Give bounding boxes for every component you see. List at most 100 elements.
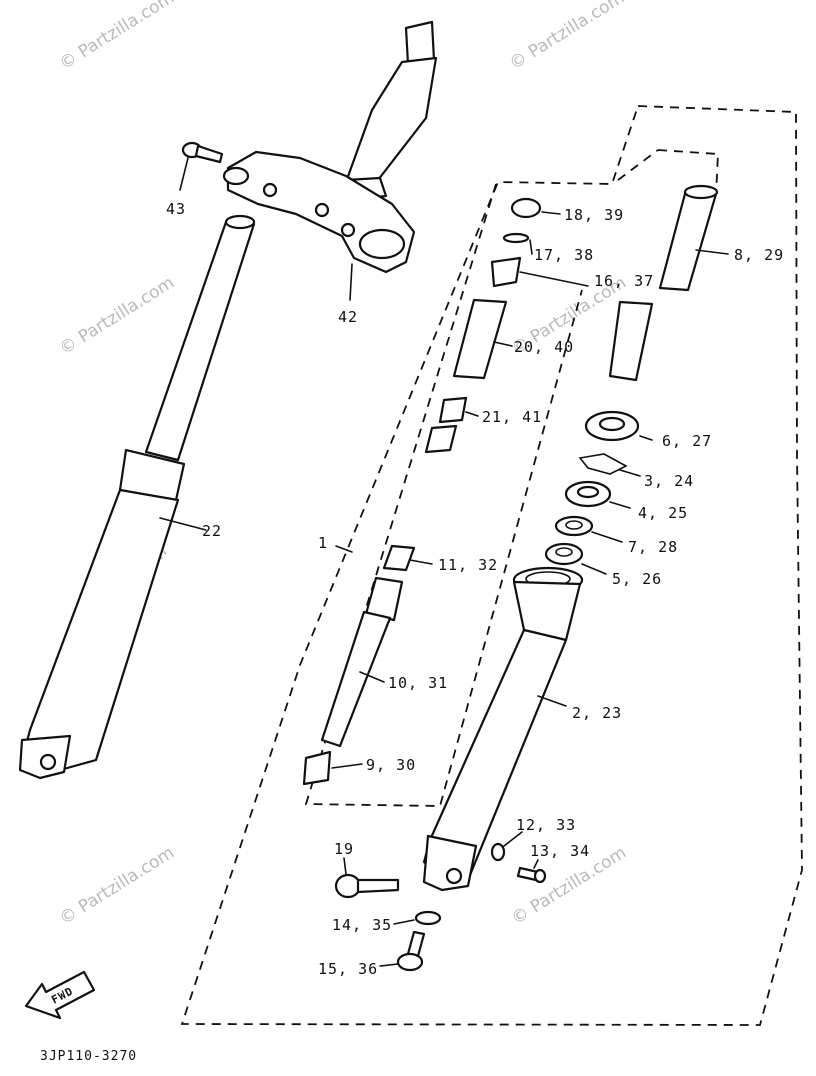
drain-bolt-13-head: [533, 868, 547, 884]
axle-hole: [39, 753, 57, 771]
gasket-part-14: [393, 910, 442, 926]
cap-bolt-part-18: [510, 197, 561, 219]
damper-rod-part-10: [320, 576, 404, 748]
fork-spring-upper: [658, 188, 718, 292]
inner-damper-outline: [304, 183, 583, 807]
leader-5: [581, 563, 607, 575]
outer-assembly-outline: [180, 105, 803, 1026]
fwd-arrow-icon: [24, 970, 96, 1020]
forward-arrow: FWD: [24, 970, 96, 1020]
bracket-clamp-left: [222, 166, 250, 186]
inner-tube: [144, 220, 256, 462]
callout-11-32: 11, 32: [438, 556, 498, 574]
damper-rod-shaft: [320, 610, 392, 748]
leader-15: [379, 963, 399, 967]
outer-tube: [20, 488, 180, 772]
bushing-part-5: [544, 542, 607, 575]
bolt-part-15: [379, 930, 426, 972]
callout-12-33: 12, 33: [516, 816, 576, 834]
bolt-part-19: [334, 857, 400, 899]
callout-20-40: 20, 40: [514, 338, 574, 356]
leader-7: [591, 531, 623, 543]
oring-17: [502, 232, 530, 244]
diagram-code: 3JP110-3270: [40, 1049, 137, 1064]
steering-stem-part-42: [222, 20, 438, 301]
bolt-19-head: [334, 873, 362, 899]
drain-bolt-part-13: [516, 859, 547, 884]
bracket-bolt-hole-1: [262, 182, 278, 198]
callout-10-31: 10, 31: [388, 674, 448, 692]
ring-part-21: [438, 396, 479, 424]
watermark-2: © Partzilla.com: [506, 0, 628, 74]
callout-42: 42: [338, 308, 358, 326]
callout-1: 1: [318, 534, 328, 552]
watermark-6: © Partzilla.com: [56, 843, 178, 929]
callout-21-41: 21, 41: [482, 408, 542, 426]
leader-19: [343, 857, 347, 875]
bolt-19-shank: [356, 878, 400, 894]
inner-tube-top: [224, 214, 256, 230]
gasket-14: [414, 910, 442, 926]
stem-tube-upper: [344, 56, 438, 184]
seat-part-20: [452, 298, 513, 380]
callout-15-36: 15, 36: [318, 960, 378, 978]
spacer-part-16: [490, 256, 589, 288]
bushing-5-inner: [555, 547, 573, 557]
spring-part-11: [382, 544, 433, 572]
rod-sleeve-20: [452, 298, 508, 380]
fork-spring-top: [683, 184, 719, 200]
callout-43: 43: [166, 200, 186, 218]
spring-bracket-outline: [657, 149, 719, 196]
leader-10: [359, 671, 385, 683]
callout-2-23: 2, 23: [572, 704, 622, 722]
leader-22: [159, 517, 207, 531]
bracket-bolt-hole-3: [340, 222, 356, 238]
leader-17: [529, 239, 533, 255]
oring-part-17: [502, 232, 533, 255]
leader-43: [179, 157, 189, 191]
clip-3: [578, 453, 628, 475]
washer-part-7: [554, 515, 623, 543]
oil-seal-4-inner: [576, 485, 600, 499]
callout-19: 19: [334, 840, 354, 858]
dust-seal-6-inner: [598, 416, 626, 432]
callout-7-28: 7, 28: [628, 538, 678, 556]
rebound-spring-body: [424, 424, 458, 454]
callout-labels: 43 42 22 18, 39 17, 38 16, 37 8, 29 20, …: [166, 200, 784, 978]
callout-22: 22: [202, 522, 222, 540]
clip-part-3: [578, 453, 641, 477]
outer-tube-2-axle-boss: [422, 834, 478, 892]
leader-18: [541, 211, 561, 215]
ring-21: [438, 396, 468, 424]
rebound-spring: [424, 424, 458, 454]
leader-13: [533, 859, 539, 869]
callout-3-24: 3, 24: [644, 472, 694, 490]
assembly-outline: [180, 105, 803, 1026]
callout-8-29: 8, 29: [734, 246, 784, 264]
callout-17-38: 17, 38: [534, 246, 594, 264]
damper-rod-head: [364, 576, 404, 622]
bolt-part-43: [179, 141, 224, 191]
watermark-1: © Partzilla.com: [56, 0, 178, 74]
bolt-15-shank: [406, 930, 426, 958]
washer-7: [554, 515, 594, 537]
washer-7-inner: [565, 520, 583, 530]
outer-tube-part-2: [422, 566, 584, 892]
oil-seal-part-4: [564, 480, 631, 509]
oil-lock-9: [302, 750, 332, 786]
leader-20: [493, 341, 513, 347]
callout-18-39: 18, 39: [564, 206, 624, 224]
leader-8: [695, 249, 729, 255]
bracket-clamp-right: [358, 228, 406, 260]
bolt-15-head: [396, 952, 424, 972]
spacer-16: [490, 256, 522, 288]
leader-12: [503, 831, 523, 847]
washer-12: [490, 842, 506, 862]
callout-6-27: 6, 27: [662, 432, 712, 450]
leader-11: [409, 559, 433, 565]
leader-6: [639, 435, 653, 441]
washer-part-12: [490, 831, 523, 862]
leader-3: [619, 469, 641, 477]
leader-21: [465, 411, 479, 417]
